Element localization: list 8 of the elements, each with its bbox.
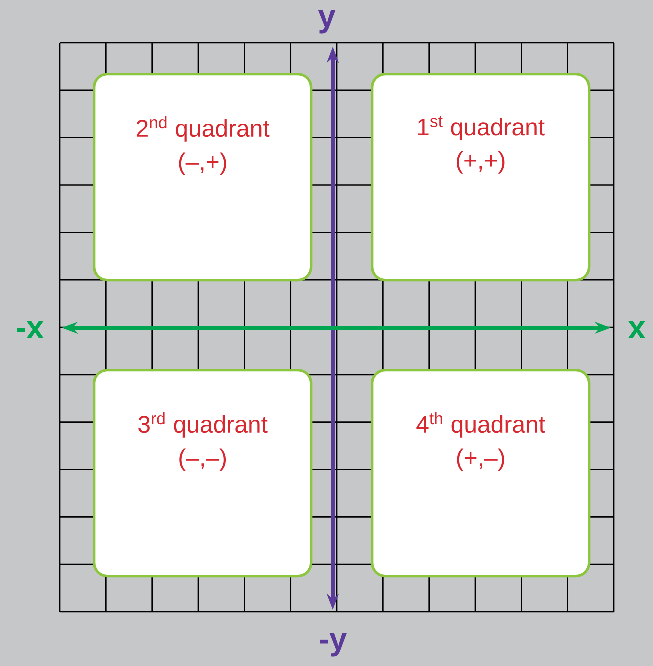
quadrant-box: 2$^{nd}$ quadrant (–,+)	[93, 73, 313, 282]
axis-label: x	[628, 322, 646, 338]
quadrant-box: 1$^{st}$ quadrant (+,+)	[371, 73, 591, 282]
axis-label: -y	[320, 633, 348, 657]
axis-label: -x	[17, 322, 44, 338]
quadrant-box: 4$^{th}$ quadrant (+,–)	[371, 369, 591, 578]
quadrant-box: 3$^{rd}$ quadrant (–,–)	[93, 369, 313, 578]
axis-label: y	[318, 10, 336, 34]
